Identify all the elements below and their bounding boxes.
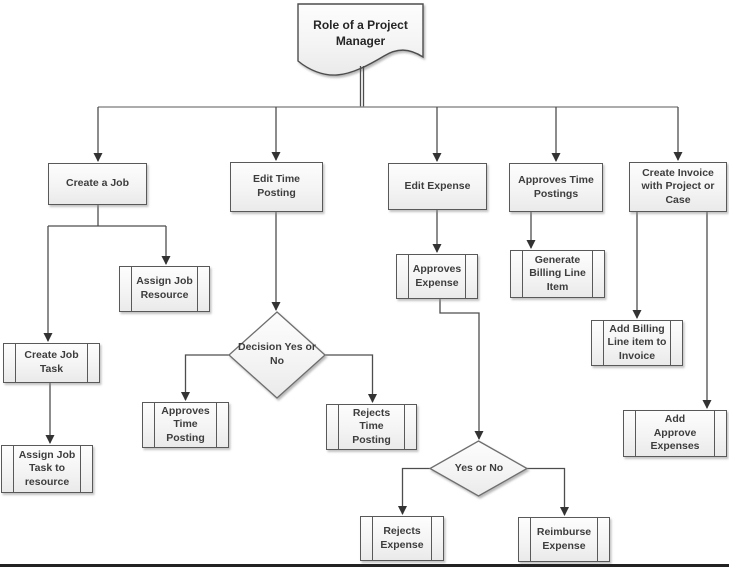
node-assign-job-task-to-resource: Assign Job Task to resource (1, 445, 93, 493)
node-add-billing-line-item-to-invoice: Add Billing Line item to Invoice (591, 320, 683, 366)
node-approves-expense: Approves Expense (396, 254, 478, 299)
node-create-a-job: Create a Job (48, 163, 147, 205)
node-label: Add Billing Line item to Invoice (607, 322, 667, 362)
connector-to-approves-time-posting (180, 354, 229, 402)
connector-to-rejects-time-posting (325, 354, 378, 404)
node-label: Edit Time Posting (252, 173, 301, 199)
node-reimburse-expense: Reimburse Expense (518, 517, 610, 562)
node-rejects-expense: Rejects Expense (360, 516, 444, 561)
decision-time-diamond (228, 311, 326, 399)
decision-expense-diamond (428, 440, 529, 497)
node-label: Generate Billing Line Item (529, 253, 586, 293)
node-generate-billing-line-item: Generate Billing Line Item (510, 250, 605, 298)
connector-to-rejects-expense (397, 467, 430, 516)
node-role-of-project-manager: Role of a Project Manager (299, 8, 422, 58)
node-label: Reimburse Expense (536, 525, 592, 552)
node-label: Approves Time Posting (161, 404, 210, 444)
node-edit-expense: Edit Expense (388, 163, 487, 210)
node-approves-time-postings: Approves Time Postings (509, 163, 603, 212)
node-decision-expense-label: Yes or No (432, 457, 526, 480)
node-assign-job-resource: Assign Job Resource (119, 266, 210, 312)
node-label: Yes or No (454, 461, 504, 474)
image-bottom-border (0, 564, 729, 567)
node-rejects-time-posting: Rejects Time Posting (326, 404, 417, 450)
node-add-approve-expenses: Add Approve Expenses (623, 410, 727, 457)
node-create-job-task: Create Job Task (3, 343, 100, 383)
node-label: Create a Job (65, 177, 130, 190)
node-label: Role of a Project Manager (313, 17, 408, 48)
node-label: Edit Expense (404, 179, 471, 192)
node-label: Assign Job Resource (136, 275, 193, 301)
node-edit-time-posting: Edit Time Posting (230, 162, 323, 212)
node-label: Create Job Task (24, 349, 79, 375)
node-label: Assign Job Task to resource (18, 448, 76, 488)
node-label: Decision Yes or No (237, 341, 316, 367)
connector-to-decision-expense (439, 299, 484, 441)
connectors (43, 66, 712, 517)
node-create-invoice-with-project-or-case: Create Invoice with Project or Case (629, 162, 727, 212)
node-label: Approves Expense (412, 262, 462, 289)
node-label: Add Approve Expenses (650, 413, 700, 453)
node-label: Approves Time Postings (518, 173, 594, 200)
node-decision-time-label: Decision Yes or No (231, 329, 323, 381)
node-label: Rejects Expense (380, 524, 424, 551)
node-label: Rejects Time Posting (352, 406, 391, 446)
connector-to-reimburse-expense (527, 467, 570, 517)
node-label: Create Invoice with Project or Case (641, 166, 715, 206)
node-approves-time-posting: Approves Time Posting (142, 402, 229, 448)
